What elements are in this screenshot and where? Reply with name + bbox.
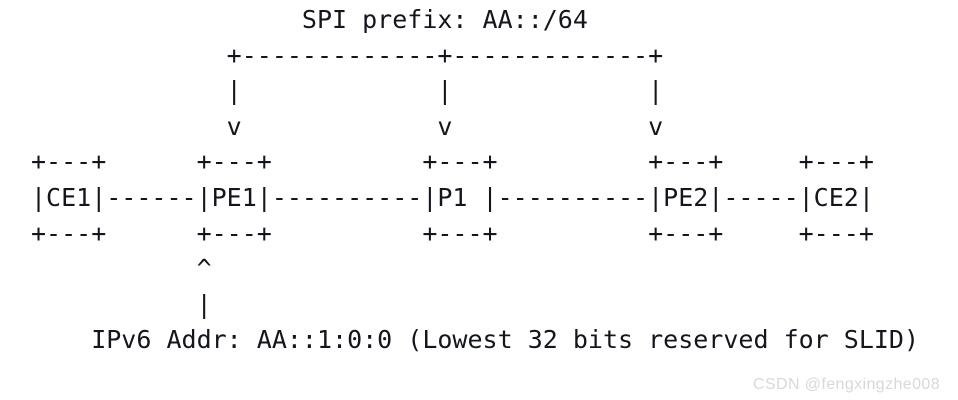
ascii-line-box-bottom: +---+ +---+ +---+ +---+ +---+ (31, 218, 874, 248)
ascii-line-box-top: +---+ +---+ +---+ +---+ +---+ (31, 147, 874, 177)
ascii-line-footer: IPv6 Addr: AA::1:0:0 (Lowest 32 bits res… (31, 325, 920, 355)
ascii-line-bracket: +-------------+-------------+ (31, 40, 664, 70)
ascii-line-nodes: |CE1|------|PE1|----------|P1 |---------… (31, 182, 874, 212)
ascii-line-title: SPI prefix: AA::/64 (31, 5, 588, 34)
csdn-watermark: CSDN @fengxingzhe008 (752, 376, 940, 393)
ascii-line-up-stem: | (31, 289, 212, 319)
ascii-diagram: SPI prefix: AA::/64 +-------------+-----… (31, 2, 919, 358)
ascii-line-stems: | | | (31, 76, 664, 106)
ascii-line-up-arrow: ^ (31, 254, 212, 284)
ascii-line-down-arrows: v v v (31, 111, 664, 141)
